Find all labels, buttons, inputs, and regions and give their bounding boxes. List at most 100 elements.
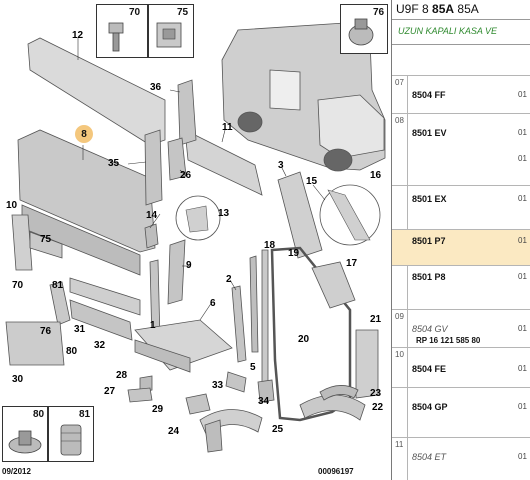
strip-75	[29, 231, 63, 259]
list-item[interactable]: 08 8501 EV 01 01	[392, 114, 530, 186]
part-reference[interactable]: 8504 ET	[412, 452, 447, 462]
part-label[interactable]: 29	[152, 404, 164, 415]
part-label[interactable]: 35	[108, 158, 120, 169]
header-prefix: U9F 8	[396, 2, 429, 16]
part-label[interactable]: 70	[12, 280, 24, 291]
part-label[interactable]: 6	[210, 298, 216, 309]
part-label[interactable]: 3	[278, 160, 284, 171]
bracket-36	[177, 79, 197, 146]
pillar-2	[231, 285, 247, 363]
part-label[interactable]: 27	[104, 386, 116, 397]
replacement-reference[interactable]: RP 16 121 585 80	[416, 336, 481, 345]
list-item[interactable]: 11 8504 ET 01	[392, 438, 530, 480]
arch-piece	[69, 277, 141, 316]
post-19	[249, 255, 259, 353]
list-item[interactable]: 09 8504 GV 01 RP 16 121 585 80	[392, 310, 530, 348]
clip-icon	[156, 22, 182, 48]
part-label[interactable]: 1	[150, 320, 156, 331]
part-label[interactable]: 75	[40, 234, 52, 245]
part-label-highlighted[interactable]: 8	[75, 125, 93, 143]
part-label[interactable]: 21	[370, 314, 382, 325]
part-label[interactable]: 32	[94, 340, 106, 351]
box-number: 75	[177, 7, 189, 18]
header-suffix: 85A	[457, 2, 479, 16]
part-label[interactable]: 10	[6, 200, 18, 211]
part-label[interactable]: 23	[370, 388, 382, 399]
step-33	[134, 339, 191, 373]
list-subheader: UZUN KAPALI KASA VE	[398, 26, 498, 36]
box-number: 70	[129, 7, 141, 18]
part-label[interactable]: 30	[12, 374, 24, 385]
diagram-code: 00096197	[318, 467, 354, 476]
part-reference[interactable]: 8504 FE	[412, 364, 447, 374]
part-label[interactable]: 19	[288, 248, 300, 259]
part-reference[interactable]: 8504 FF	[412, 90, 446, 100]
part-label[interactable]: 2	[226, 274, 232, 285]
post-18	[261, 249, 269, 401]
part-label[interactable]: 81	[52, 280, 64, 291]
list-item[interactable]: 10 8504 FE 01	[392, 348, 530, 388]
group-number: 11	[395, 440, 404, 449]
part-label[interactable]: 14	[146, 210, 158, 221]
bracket-35	[144, 129, 163, 206]
part-label[interactable]: 26	[180, 170, 192, 181]
part-label[interactable]: 5	[250, 362, 256, 373]
quantity: 01	[518, 364, 527, 373]
parts-box-81[interactable]: 81	[48, 406, 94, 462]
rivet-icon	[60, 424, 82, 456]
box-number: 81	[79, 409, 91, 420]
bracket-9	[167, 239, 186, 305]
quantity: 01	[518, 236, 527, 245]
group-number: 07	[395, 78, 404, 87]
part-label[interactable]: 16	[370, 170, 382, 181]
part-label[interactable]: 33	[212, 380, 224, 391]
pillar-3	[277, 171, 323, 259]
part-label[interactable]: 20	[298, 334, 310, 345]
part-label[interactable]: 12	[72, 30, 84, 41]
part-label[interactable]: 36	[150, 82, 162, 93]
part-label[interactable]: 31	[74, 324, 86, 335]
quantity: 01	[518, 90, 527, 99]
list-item[interactable]: 07 8504 FF 01	[392, 76, 530, 114]
part-reference[interactable]: 8501 EX	[412, 194, 447, 204]
list-spacer	[392, 44, 530, 76]
part-reference[interactable]: 8504 GV	[412, 324, 448, 334]
bracket-11	[184, 129, 263, 196]
part-reference[interactable]: 8501 P7	[412, 236, 446, 246]
parts-box-76[interactable]: 76	[340, 4, 388, 54]
list-item[interactable]: 8501 P8 01	[392, 266, 530, 310]
quantity: 01	[518, 154, 527, 163]
part-label[interactable]: 17	[346, 258, 358, 269]
parts-box-75[interactable]: 75	[148, 4, 194, 58]
part-label[interactable]: 28	[116, 370, 128, 381]
part-reference[interactable]: 8501 P8	[412, 272, 446, 282]
side-panel-main	[17, 129, 156, 276]
panel-21	[355, 329, 379, 399]
part-reference[interactable]: 8501 EV	[412, 128, 447, 138]
list-header: U9F 8 85A 85A	[392, 0, 530, 20]
plug-icon	[8, 430, 42, 454]
box-number: 80	[33, 409, 45, 420]
part-reference[interactable]: 8504 GP	[412, 402, 448, 412]
list-item-selected[interactable]: 8501 P7 01	[392, 230, 530, 266]
part-label[interactable]: 25	[272, 424, 284, 435]
part-label[interactable]: 76	[40, 326, 52, 337]
part-label[interactable]: 80	[66, 346, 78, 357]
clip-14	[144, 223, 159, 249]
parts-box-70[interactable]: 70	[96, 4, 148, 58]
arch-24	[204, 419, 223, 453]
part-label[interactable]: 13	[218, 208, 230, 219]
part-label[interactable]: 15	[306, 176, 318, 187]
part-label[interactable]: 9	[186, 260, 192, 271]
part-label[interactable]: 34	[258, 396, 270, 407]
reference-list-panel: U9F 8 85A 85A UZUN KAPALI KASA VE 07 850…	[392, 0, 530, 480]
list-item[interactable]: 8504 GP 01	[392, 388, 530, 438]
list-item[interactable]: 8501 EX 01	[392, 186, 530, 230]
parts-box-80[interactable]: 80	[2, 406, 48, 462]
part-label[interactable]: 18	[264, 240, 276, 251]
part-label[interactable]: 22	[372, 402, 384, 413]
part-label[interactable]: 11	[222, 122, 233, 133]
part-label[interactable]: 24	[168, 426, 180, 437]
group-number: 10	[395, 350, 404, 359]
strip-81	[49, 281, 71, 326]
